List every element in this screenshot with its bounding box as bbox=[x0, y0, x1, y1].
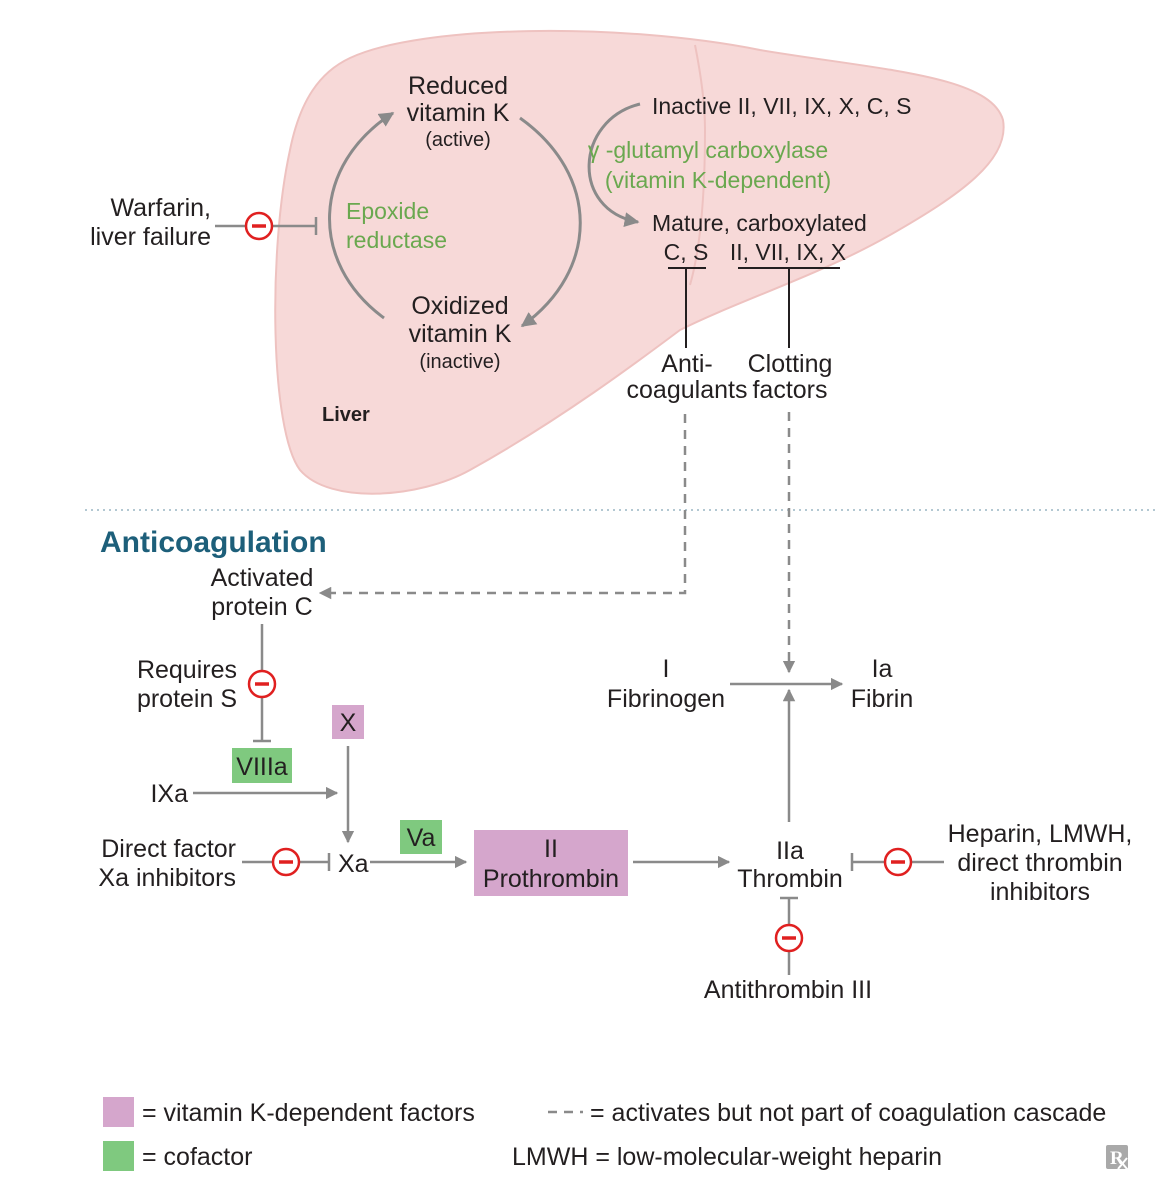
rx-icon: R bbox=[1106, 1145, 1128, 1170]
oxidized-vk-line1: Oxidized bbox=[411, 292, 508, 320]
requires-s-line1: Requires bbox=[137, 656, 237, 684]
apc-line1: Activated bbox=[211, 564, 314, 592]
x-box bbox=[332, 705, 364, 739]
va-label: Va bbox=[407, 824, 436, 852]
legend-vk-swatch bbox=[103, 1097, 134, 1127]
mature-label: Mature, carboxylated bbox=[652, 210, 867, 236]
cycle-arrow-right bbox=[519, 116, 582, 328]
prothrombin-box bbox=[474, 830, 628, 896]
carboxylase-line1: γ -glutamyl carboxylase bbox=[588, 137, 828, 163]
viiia-box bbox=[232, 748, 292, 783]
fibrin-line2: Fibrin bbox=[851, 685, 914, 713]
epoxide-line2: reductase bbox=[346, 227, 447, 253]
legend-cofactor-swatch bbox=[103, 1141, 134, 1171]
anticoagulation-heading: Anticoagulation bbox=[100, 526, 327, 559]
carboxylase-line2: (vitamin K-dependent) bbox=[605, 167, 831, 193]
heparin-line2: direct thrombin bbox=[957, 849, 1122, 877]
legend-vk-text: = vitamin K-dependent factors bbox=[142, 1099, 475, 1127]
liver-shape bbox=[274, 29, 1005, 495]
circled-minus-icon bbox=[244, 211, 274, 241]
apc-line2: protein C bbox=[211, 593, 312, 621]
antithrombin-label: Antithrombin III bbox=[704, 976, 872, 1004]
mature-clotting: II, VII, IX, X bbox=[730, 239, 846, 265]
svg-text:R: R bbox=[1110, 1148, 1124, 1169]
reduced-vk-state: (active) bbox=[425, 129, 491, 151]
inactive-factors: Inactive II, VII, IX, X, C, S bbox=[652, 93, 911, 119]
requires-s-line2: protein S bbox=[137, 685, 237, 713]
prothrombin-line2: Prothrombin bbox=[483, 865, 619, 893]
fibrin-line1: Ia bbox=[872, 655, 893, 683]
clotting-line2: factors bbox=[752, 376, 827, 404]
heparin-line3: inhibitors bbox=[990, 878, 1090, 906]
fibrinogen-line1: I bbox=[663, 655, 670, 683]
warfarin-line2: liver failure bbox=[90, 223, 211, 251]
thrombin-line2: Thrombin bbox=[737, 865, 843, 893]
legend-cofactor-text: = cofactor bbox=[142, 1143, 252, 1171]
circled-minus-icon bbox=[271, 847, 301, 877]
mature-cs: C, S bbox=[664, 239, 709, 265]
warfarin-line1: Warfarin, bbox=[111, 194, 211, 222]
carboxylation-arrow bbox=[587, 102, 641, 228]
va-box bbox=[400, 820, 442, 854]
x-label: X bbox=[340, 709, 357, 737]
cycle-arrow-left bbox=[328, 111, 395, 320]
prothrombin-line1: II bbox=[544, 835, 558, 863]
xa-label: Xa bbox=[338, 850, 369, 878]
thrombin-line1: IIa bbox=[776, 837, 804, 865]
direct-xa-line1: Direct factor bbox=[101, 835, 236, 863]
liver-label: Liver bbox=[322, 404, 370, 426]
circled-minus-icon bbox=[774, 923, 804, 953]
oxidized-vk-state: (inactive) bbox=[419, 351, 500, 373]
legend-dash-text: = activates but not part of coagulation … bbox=[590, 1099, 1106, 1127]
circled-minus-icon bbox=[883, 847, 913, 877]
direct-xa-line2: Xa inhibitors bbox=[98, 864, 236, 892]
reduced-vk-line1: Reduced bbox=[408, 72, 508, 100]
liver-lobe-line bbox=[689, 44, 707, 286]
ixa-label: IXa bbox=[150, 780, 188, 808]
heparin-line1: Heparin, LMWH, bbox=[948, 820, 1133, 848]
circled-minus-icon bbox=[247, 669, 277, 699]
epoxide-line1: Epoxide bbox=[346, 198, 429, 224]
dashed-to-protein-c bbox=[318, 414, 687, 600]
clotting-line1: Clotting bbox=[748, 350, 833, 378]
legend-lmwh-text: LMWH = low-molecular-weight heparin bbox=[512, 1143, 942, 1171]
fibrinogen-line2: Fibrinogen bbox=[607, 685, 725, 713]
oxidized-vk-line2: vitamin K bbox=[409, 320, 512, 348]
reduced-vk-line2: vitamin K bbox=[407, 99, 510, 127]
anticoagulants-line1: Anti- bbox=[661, 350, 712, 378]
viiia-label: VIIIa bbox=[236, 753, 288, 781]
anticoagulants-line2: coagulants bbox=[627, 376, 748, 404]
